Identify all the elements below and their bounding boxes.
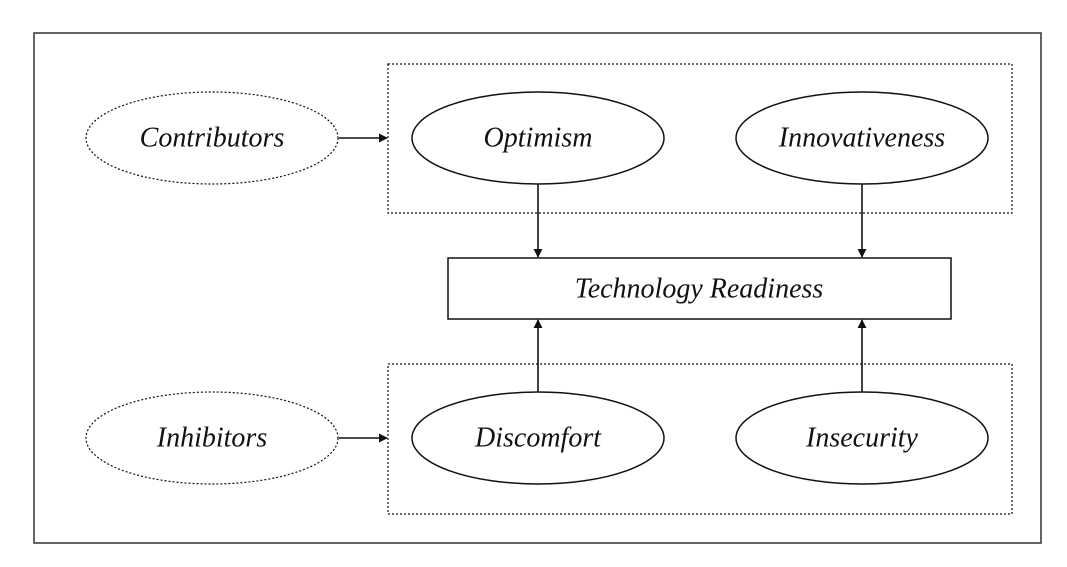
technology-readiness-node: Technology Readiness	[447, 257, 952, 320]
technology-readiness-label: Technology Readiness	[575, 274, 824, 305]
contributors-group-box	[387, 63, 1013, 214]
insecurity-node: Insecurity	[735, 391, 989, 485]
contributors-label: Contributors	[140, 123, 285, 154]
discomfort-node: Discomfort	[411, 391, 665, 485]
discomfort-label: Discomfort	[474, 423, 602, 454]
innovativeness-label: Innovativeness	[778, 123, 945, 154]
inhibitors-group-box	[387, 363, 1013, 515]
optimism-label: Optimism	[484, 123, 593, 154]
innovativeness-node: Innovativeness	[735, 91, 989, 185]
outer-frame	[33, 32, 1042, 544]
optimism-node: Optimism	[411, 91, 665, 185]
contributors-node: Contributors	[85, 91, 339, 185]
inhibitors-label: Inhibitors	[156, 423, 268, 454]
insecurity-label: Insecurity	[805, 423, 919, 454]
inhibitors-node: Inhibitors	[85, 391, 339, 485]
